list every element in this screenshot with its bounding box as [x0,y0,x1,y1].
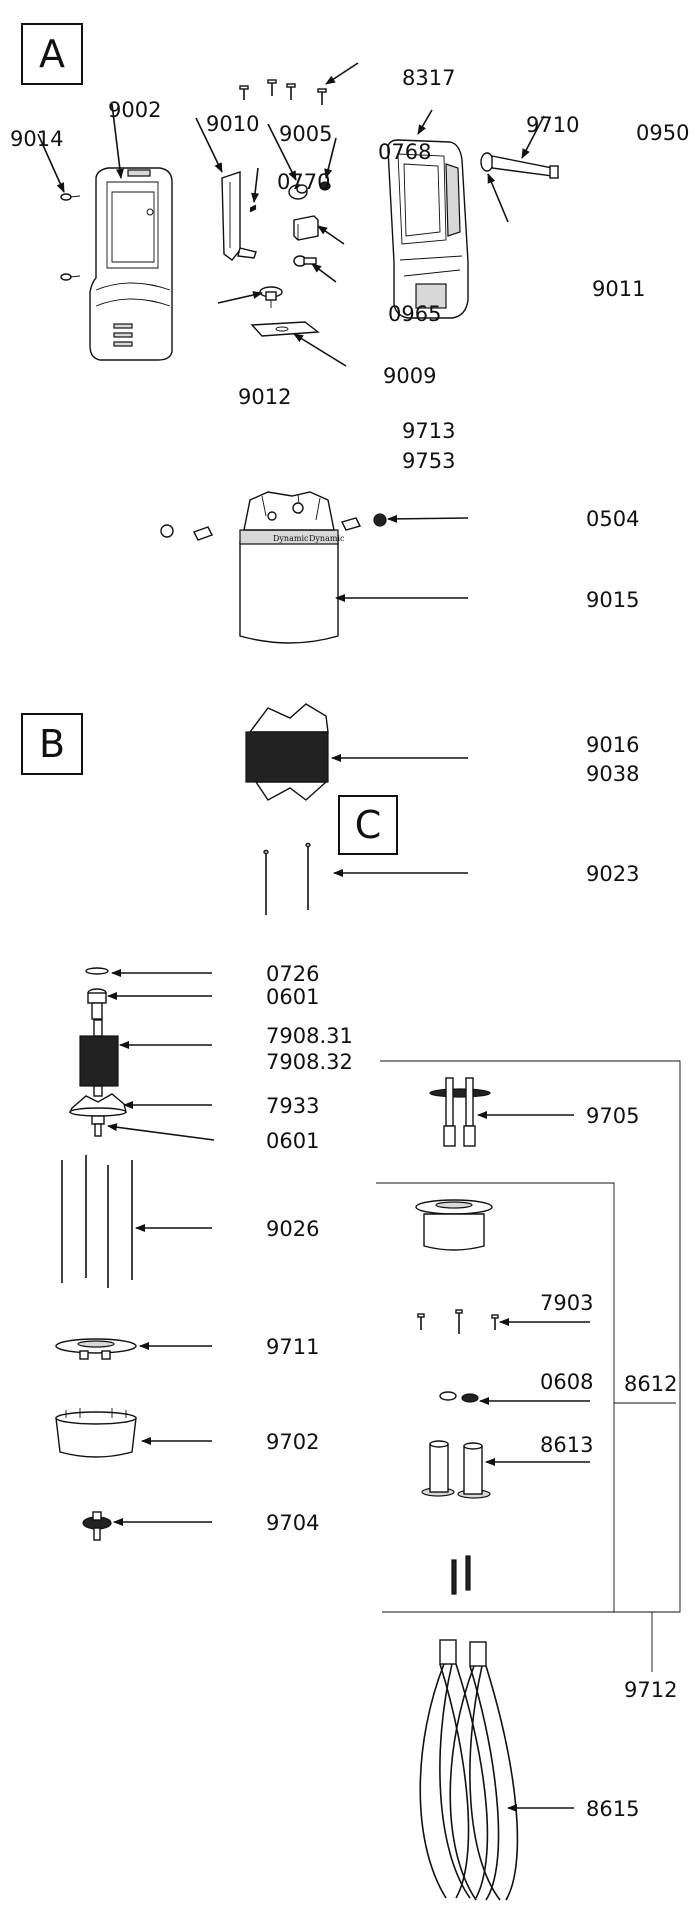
section-b-letter: B [38,722,66,766]
leader-9011 [487,173,509,223]
label-0768: 0768 [378,140,431,164]
gear-9704 [82,1511,112,1541]
housing-9710 [387,139,469,319]
label-9702: 9702 [266,1430,319,1454]
label-9015: 9015 [586,588,639,612]
section-c-box: C [338,795,398,855]
leader-0768 [324,137,337,179]
beaters-8615 [419,1639,519,1901]
discs-0608 [439,1391,479,1403]
bearing-0601-top [87,988,107,1020]
plate-9711 [55,1338,137,1360]
label-0504: 0504 [586,507,639,531]
screws-8317 [239,79,327,105]
bracket-8612 [376,1182,615,1612]
label-8317: 8317 [402,66,455,90]
brush-parts-left [160,524,213,541]
label-0608: 0608 [540,1370,593,1394]
leader-9002 [111,103,124,179]
ring-0726 [85,967,109,975]
screws-7903 [417,1309,499,1334]
leader-9010 [195,117,223,173]
socket-8613 [421,1440,491,1499]
label-9023: 9023 [586,862,639,886]
label-9011: 9011 [592,277,645,301]
rods-9023 [263,842,311,915]
leader-9710 [417,109,433,135]
label-9713: 9713 [402,419,455,443]
knob-9012 [259,286,283,308]
label-7903: 7903 [540,1291,593,1315]
label-9010: 9010 [206,112,259,136]
screw-9014 [60,193,81,281]
leader-9009 [311,263,337,283]
housing-9702 [55,1408,137,1458]
label-9710: 9710 [526,113,579,137]
brand-logo-right: Dynamic [309,534,345,543]
housing-9002 [89,167,173,361]
leader-0601b [107,1123,215,1141]
label-9704: 9704 [266,1511,319,1535]
label-7933: 7933 [266,1094,319,1118]
pin-9009 [293,255,317,267]
drive-9705 [429,1077,491,1147]
label-9026: 9026 [266,1217,319,1241]
leader-0965 [317,225,345,245]
label-8613: 8613 [540,1433,593,1457]
label-9038: 9038 [586,762,639,786]
section-a-box: A [21,23,83,85]
rotor-7908 [79,1019,119,1097]
label-0965: 0965 [388,302,441,326]
label-0601a: 0601 [266,985,319,1009]
brand-logo-left: Dynamic [273,534,309,543]
label-9002: 9002 [108,98,161,122]
cord-0950 [480,152,559,179]
brush-parts-right [340,513,387,531]
label-9711: 9711 [266,1335,319,1359]
spring-0768 [319,181,331,191]
section-a-letter: A [39,32,65,76]
label-0601b: 0601 [266,1129,319,1153]
label-9712: 9712 [624,1678,677,1702]
bearing-0601-bottom [91,1115,105,1137]
knob-9005 [288,184,308,200]
leader-9713 [293,333,347,367]
leader-0770 [251,167,260,203]
fan-7933 [68,1093,127,1117]
leader-0504 [387,514,469,523]
label-9014: 9014 [10,127,63,151]
section-c-letter: C [354,803,382,847]
label-0770: 0770 [277,170,330,194]
label-7908-32: 7908.32 [266,1050,353,1074]
label-8615: 8615 [586,1797,639,1821]
label-9705: 9705 [586,1104,639,1128]
label-8612: 8612 [624,1372,677,1396]
rods-9026 [61,1155,133,1288]
label-9012: 9012 [238,385,291,409]
section-b-box: B [21,713,83,775]
label-9753: 9753 [402,449,455,473]
label-0726: 0726 [266,962,319,986]
label-7908-31: 7908.31 [266,1024,353,1048]
spring-0770 [249,204,257,213]
leader-9014 [37,133,65,193]
block-0965 [293,215,319,241]
bracket-9712 [380,1060,681,1613]
leader-0950 [521,115,545,159]
label-0950: 0950 [636,121,689,145]
leader-8317 [325,62,359,85]
rail-9010 [221,171,257,261]
stator-9016 [245,703,329,801]
springs-pair [451,1555,471,1595]
label-9005: 9005 [279,122,332,146]
label-9009: 9009 [383,364,436,388]
motor-head-9015 [239,491,339,644]
plate-9713 [250,321,320,337]
label-9016: 9016 [586,733,639,757]
gear-housing-cup [415,1199,493,1251]
leader-9012 [217,291,263,304]
leader-9005 [267,123,297,181]
